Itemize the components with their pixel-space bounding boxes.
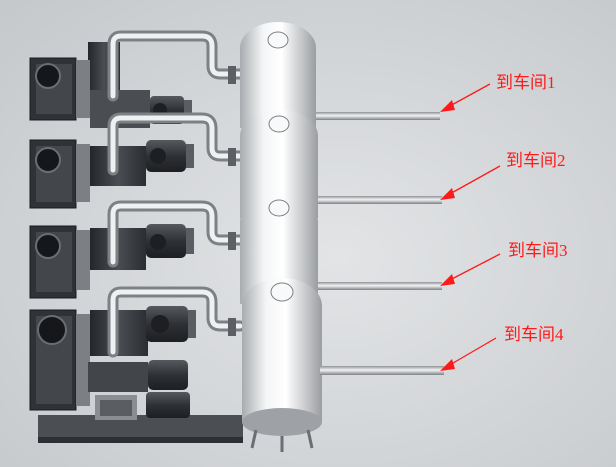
annotation-4: 到车间4 [440,325,564,371]
tank-legs [250,429,314,452]
base-frame [38,395,243,443]
arrowhead-icon [440,100,455,112]
compressor-unit-4 [29,306,196,418]
valves [228,66,236,336]
arrowhead-icon [440,359,455,371]
air-tank-1 [240,22,440,128]
pointer-arrow-line [447,83,491,108]
destination-label-2: 到车间2 [506,151,566,170]
air-tank-4 [242,278,444,452]
arrowhead-icon [440,274,455,286]
annotation-3: 到车间3 [440,241,568,286]
destination-label-1: 到车间1 [496,73,556,92]
fan-icon [37,315,67,345]
fan-icon [35,63,61,89]
inlet-pipes [107,30,246,358]
annotation-2: 到车间2 [440,151,566,200]
destination-label-3: 到车间3 [508,241,568,260]
fan-icon [35,233,61,259]
arrowhead-icon [440,188,455,200]
pointer-arrow-line [447,165,501,196]
annotation-1: 到车间1 [440,73,556,112]
fan-icon [35,147,61,173]
pointer-arrow-line [447,253,501,282]
destination-label-4: 到车间4 [504,325,564,344]
pointer-arrow-line [447,337,497,367]
